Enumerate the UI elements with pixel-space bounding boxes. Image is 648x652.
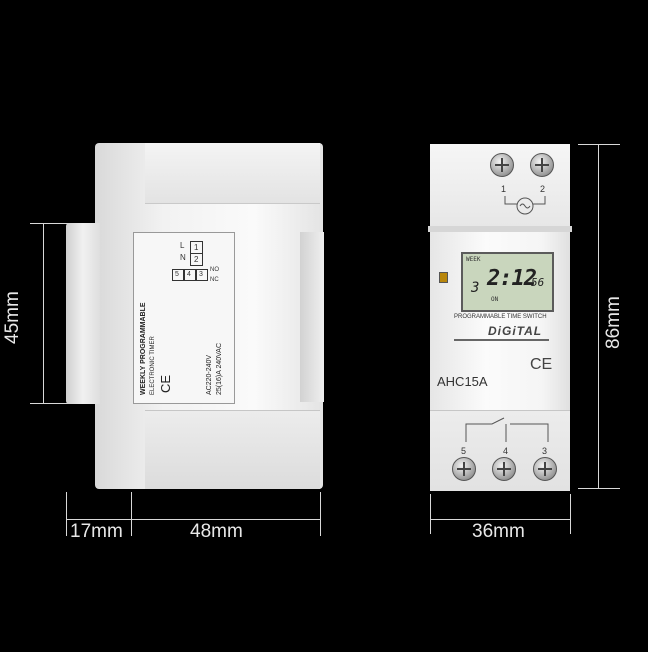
terminal-5-number: 5: [175, 271, 179, 278]
side-rating-current: 25(16)A 240VAC: [216, 342, 223, 395]
side-bottom-ridge: [145, 410, 320, 489]
contact-nc-label: NC: [210, 277, 219, 283]
height-dim-tick-bottom-right: [578, 488, 620, 489]
bottom-terminal-3-label: 3: [542, 446, 548, 456]
side-label-line1: WEEKLY PROGRAMMABLE: [140, 302, 147, 395]
terminal-box-3: 3: [196, 269, 208, 281]
height-dim-tick-bottom-left: [30, 403, 70, 404]
height-dim-line-left: [43, 223, 44, 404]
bottom-screw-5: [452, 457, 476, 481]
width-dim-label: 36mm: [472, 521, 525, 542]
height-dim-label-right: 86mm: [603, 296, 624, 349]
height-dim-label-left: 45mm: [2, 291, 23, 344]
height-dim-tick-top-right: [578, 144, 620, 145]
brand-underline: [454, 339, 549, 341]
terminal-n-label: N: [180, 253, 186, 262]
terminal-4-number: 4: [187, 271, 191, 278]
front-cover-hinge: [428, 226, 572, 232]
ac-supply-symbol: [504, 196, 546, 215]
lcd-day-digit: 3: [471, 280, 480, 296]
height-dim-line-right: [598, 144, 599, 488]
lcd-seconds-digits: 56: [531, 276, 545, 289]
depth-clip-label: 17mm: [70, 521, 123, 542]
relay-contact-symbol: [465, 417, 549, 442]
side-label-line2: ELECTRONIC TIMER: [150, 336, 156, 395]
contact-no-label: NO: [210, 267, 219, 273]
side-ce-mark: CE: [158, 374, 173, 393]
status-led: [439, 272, 448, 283]
top-terminal-2-label: 2: [540, 184, 546, 194]
terminal-l-label: L: [180, 241, 185, 250]
terminal-3-number: 3: [199, 271, 203, 278]
terminal-box-5: 5: [172, 269, 184, 281]
height-dim-tick-top-left: [30, 223, 70, 224]
depth-tick-left: [66, 492, 67, 536]
width-dim-line: [430, 519, 570, 520]
terminal-2-number: 2: [194, 255, 199, 264]
side-top-ridge: [145, 143, 320, 204]
bottom-terminal-5-label: 5: [461, 446, 467, 456]
din-rail-clip: [66, 223, 100, 404]
terminal-1-number: 1: [194, 243, 199, 252]
top-screw-1: [490, 153, 514, 177]
depth-tick-right: [320, 492, 321, 536]
depth-tick-mid: [131, 492, 132, 536]
top-terminal-1-label: 1: [501, 184, 507, 194]
top-screw-2: [530, 153, 554, 177]
wiring-diagram: L N 1 2 5 4 3 NO NC: [172, 239, 230, 291]
depth-body-label: 48mm: [190, 521, 243, 542]
width-tick-left: [430, 494, 431, 534]
side-label-panel: L N 1 2 5 4 3 NO NC WEEKLY PROGRAMMABLE …: [133, 232, 235, 404]
width-tick-right: [570, 494, 571, 534]
front-title: PROGRAMMABLE TIME SWITCH: [454, 314, 547, 320]
side-rating-voltage: AC220-240V: [206, 354, 213, 395]
rail-slot: [300, 232, 324, 402]
terminal-box-4: 4: [184, 269, 196, 281]
lcd-time-digits: 2:12: [487, 266, 537, 291]
bottom-screw-4: [492, 457, 516, 481]
depth-dim-line: [66, 519, 320, 520]
front-ce-mark: CE: [530, 356, 553, 373]
lcd-week-label: WEEK: [466, 256, 481, 263]
lcd-on-label: ON: [491, 296, 499, 303]
bottom-screw-3: [533, 457, 557, 481]
terminal-box-2: 2: [190, 253, 203, 266]
bottom-terminal-4-label: 4: [503, 446, 509, 456]
front-brand: DiGiTAL: [488, 324, 543, 338]
lcd-display: WEEK 3 2:12 56 ON: [461, 252, 554, 312]
front-model: AHC15A: [437, 374, 488, 389]
